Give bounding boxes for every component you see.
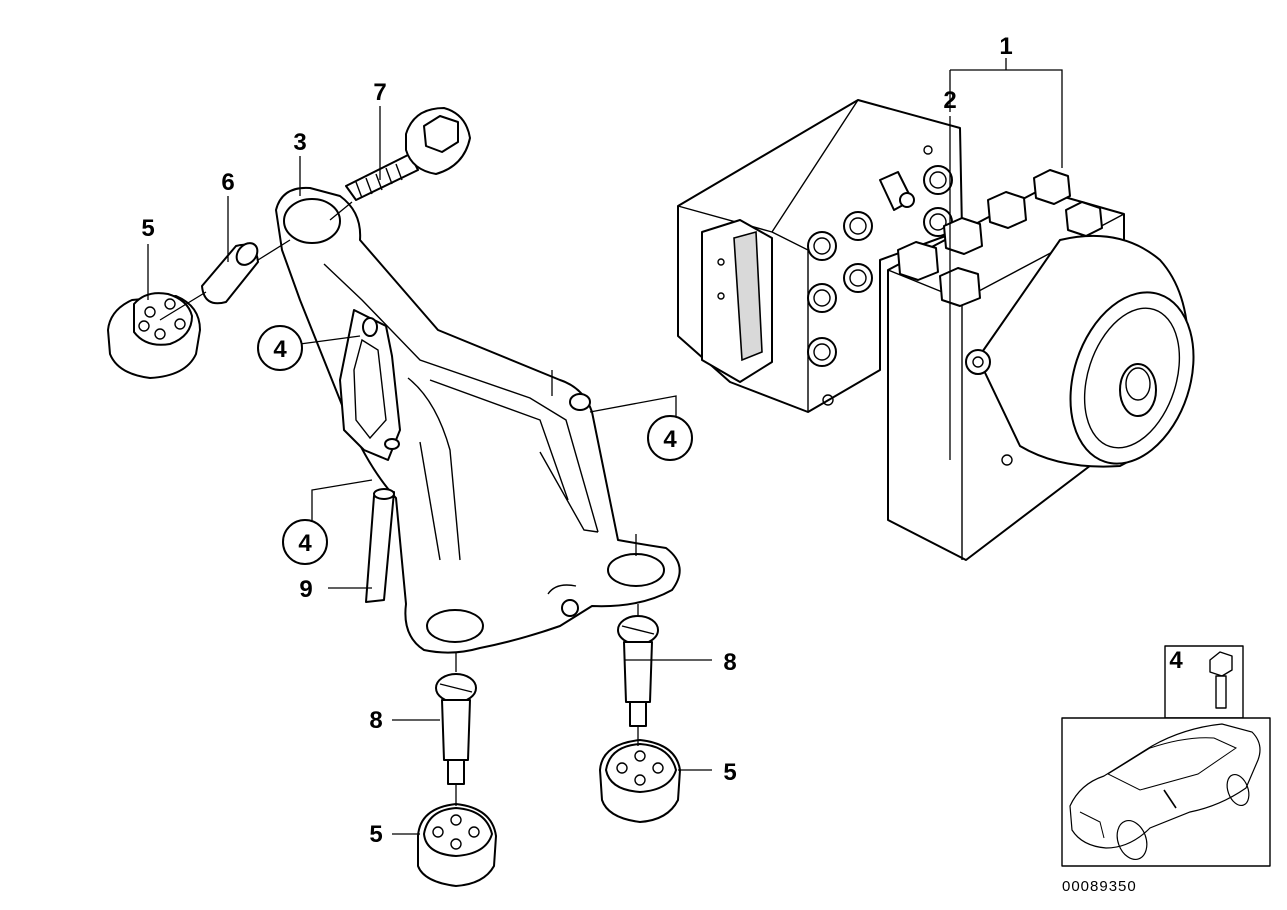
callout-4-circle-c [282,519,328,565]
rubber-mount-bottom-middle[interactable] [599,739,681,823]
callout-1: 1 [999,33,1012,60]
tube[interactable] [365,488,395,603]
sleeve[interactable] [201,239,262,305]
hex-plugs [897,169,1103,307]
callout-4-b: 4 [663,426,677,453]
callouts: 1 2 7 3 6 5 4 4 4 9 8 8 5 5 [141,33,1012,848]
leader-lines [147,58,1063,835]
inset-bolt-icon [1209,651,1233,709]
document-number: 00089350 [1062,878,1137,895]
guide-pin-right[interactable] [617,615,659,727]
callout-8-left: 8 [369,707,382,734]
mounting-bracket[interactable] [275,186,681,654]
guide-pin-left[interactable] [435,673,477,785]
callout-4-a: 4 [273,336,287,363]
rubber-mount-top-left[interactable] [107,292,201,379]
car-silhouette-icon [1069,723,1261,860]
callout-5-top-left: 5 [141,215,154,242]
callout-5-bottom-left: 5 [369,821,382,848]
rubber-mount-bottom-left[interactable] [417,803,497,887]
callout-8-right: 8 [723,649,736,676]
hydraulic-unit[interactable] [677,99,1214,561]
callout-4-circle-b [647,415,693,461]
inset-callout-4: 4 [1169,647,1183,674]
callout-5-bottom-middle: 5 [723,759,736,786]
inset-panel: 4 [1061,645,1271,867]
flange-bolt[interactable] [345,107,471,201]
pump-motor [965,234,1195,468]
callout-2: 2 [943,87,956,114]
callout-4-c: 4 [298,530,312,557]
callout-7: 7 [373,79,386,106]
callout-3: 3 [293,129,306,156]
gasket-plate [339,309,401,461]
callout-4-circle-a [257,325,303,371]
callout-6: 6 [221,169,234,196]
callout-9: 9 [299,576,312,603]
